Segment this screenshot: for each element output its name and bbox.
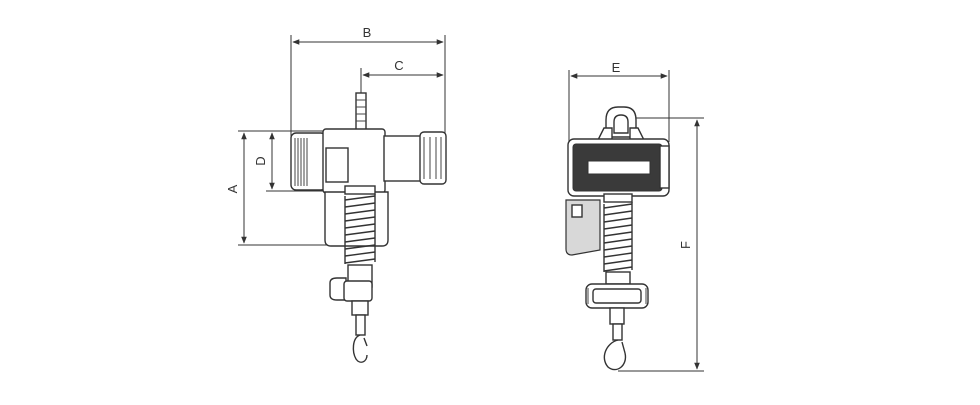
front-hook-shank [612,323,623,341]
side-left-cover [290,132,327,191]
side-eye-bolt [355,92,367,134]
label-a: A [225,184,240,193]
label-f: F [678,241,693,249]
side-coil-spring [344,185,376,264]
front-hook [603,339,627,371]
label-d: D [253,156,268,165]
front-label-plate [587,160,651,175]
side-motor-cap [419,131,447,185]
label-b: B [363,25,372,40]
front-control-box [565,199,601,256]
label-e: E [612,60,621,75]
side-housing-panel [325,147,349,183]
label-c: C [394,58,403,73]
front-view-hoist: E F [565,60,704,372]
side-hook [352,334,368,363]
side-view-hoist: B C A D [225,25,447,363]
front-coil-spring [603,193,633,272]
side-hook-shank [355,314,366,336]
side-motor-body [383,135,423,182]
